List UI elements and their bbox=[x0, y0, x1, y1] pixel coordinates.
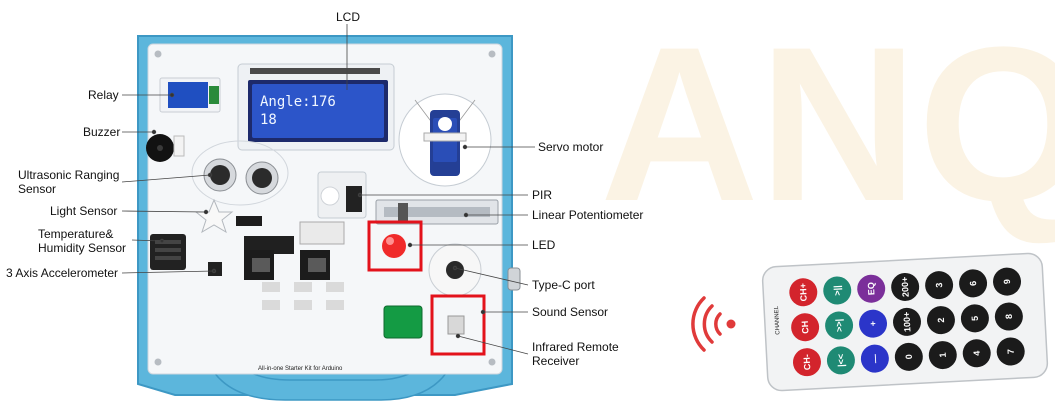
buzzer-module bbox=[146, 134, 185, 162]
label-sound-sensor: Sound Sensor bbox=[532, 305, 609, 319]
pir-module bbox=[317, 171, 367, 219]
remote-key-label: 4 bbox=[972, 351, 982, 357]
lcd-line-2: 18 bbox=[260, 112, 277, 128]
remote-key bbox=[859, 309, 888, 338]
led-module bbox=[367, 220, 423, 272]
leader-lines bbox=[121, 24, 535, 355]
remote-key-label: >|| bbox=[832, 285, 843, 296]
remote-key-label: 5 bbox=[970, 316, 980, 322]
label-type-c: Type-C port bbox=[532, 278, 595, 292]
linear-potentiometer-module bbox=[375, 199, 499, 225]
ir-signal-icon bbox=[691, 296, 736, 352]
remote-key bbox=[825, 311, 854, 340]
remote-key bbox=[892, 307, 921, 336]
ir-receiver-module bbox=[430, 294, 486, 356]
remote-key bbox=[962, 339, 991, 368]
remote-key bbox=[959, 269, 988, 298]
label-relay: Relay bbox=[88, 88, 119, 102]
remote-key bbox=[994, 302, 1023, 331]
watermark: ANQ bbox=[600, 1, 1055, 247]
remote-key bbox=[791, 313, 820, 342]
remote-key bbox=[928, 341, 957, 370]
remote-key bbox=[894, 342, 923, 371]
green-push-button bbox=[383, 305, 423, 339]
label-light-sensor: Light Sensor bbox=[50, 204, 118, 218]
relay-module bbox=[159, 77, 221, 113]
remote-key-label: 3 bbox=[934, 282, 944, 288]
remote-key bbox=[792, 348, 821, 377]
servo-module bbox=[398, 93, 492, 187]
ultrasonic-module bbox=[191, 140, 289, 206]
remote-key-label: CH+ bbox=[798, 283, 809, 302]
label-temp-humidity: Temperature& Humidity Sensor bbox=[38, 227, 127, 255]
remote-key bbox=[826, 346, 855, 375]
remote-key-label: EQ bbox=[866, 282, 877, 296]
remote-key bbox=[926, 306, 955, 335]
label-ir-receiver: Infrared Remote Receiver bbox=[532, 340, 619, 368]
remote-key bbox=[860, 344, 889, 373]
lcd-module: Angle:176 18 bbox=[237, 63, 395, 151]
label-lcd: LCD bbox=[336, 10, 361, 24]
remote-channel-label: CHANNEL bbox=[774, 305, 782, 335]
ir-remote-control: CHANNEL CH- CH CH+ |<< >>| >|| — + EQ 0 100+ 200+ 1 2… bbox=[761, 252, 1049, 392]
remote-key bbox=[857, 274, 886, 303]
remote-key bbox=[960, 304, 989, 333]
remote-key bbox=[789, 278, 818, 307]
remote-key-label: CH bbox=[800, 320, 811, 334]
label-linear-pot: Linear Potentiometer bbox=[532, 208, 644, 222]
board-caption: All-in-one Starter Kit for Arduino bbox=[258, 366, 343, 372]
remote-key bbox=[823, 276, 852, 305]
remote-key-label: 7 bbox=[1006, 349, 1016, 355]
label-pir: PIR bbox=[532, 188, 553, 202]
type-c-port bbox=[507, 267, 521, 291]
remote-key bbox=[925, 271, 954, 300]
remote-key-label: >>| bbox=[834, 319, 845, 333]
remote-key-label: 2 bbox=[936, 317, 946, 323]
remote-key bbox=[993, 267, 1022, 296]
temp-humidity-module bbox=[150, 234, 186, 270]
label-ultrasonic: Ultrasonic Ranging Sensor bbox=[18, 168, 120, 196]
accelerometer-module bbox=[208, 262, 222, 276]
remote-key-label: 0 bbox=[904, 354, 914, 360]
lcd-line-1: Angle:176 bbox=[260, 94, 336, 110]
label-servo: Servo motor bbox=[538, 140, 604, 154]
remote-key-label: + bbox=[868, 321, 878, 327]
remote-key-label: 9 bbox=[1002, 279, 1012, 285]
remote-key-label: — bbox=[870, 354, 880, 364]
remote-key-label: 8 bbox=[1004, 314, 1014, 320]
label-led: LED bbox=[532, 238, 556, 252]
label-buzzer: Buzzer bbox=[83, 125, 121, 139]
remote-key-label: CH- bbox=[802, 354, 813, 371]
remote-key-label: 200+ bbox=[900, 277, 911, 298]
remote-key bbox=[891, 272, 920, 301]
starter-kit-board: Angle:176 18 bbox=[137, 35, 521, 401]
remote-key bbox=[996, 337, 1025, 366]
remote-key-label: 1 bbox=[938, 352, 948, 358]
remote-key-label: |<< bbox=[836, 354, 847, 368]
label-accelerometer: 3 Axis Accelerometer bbox=[6, 266, 119, 280]
remote-key-label: 100+ bbox=[901, 312, 912, 333]
remote-key-label: 6 bbox=[968, 281, 978, 287]
